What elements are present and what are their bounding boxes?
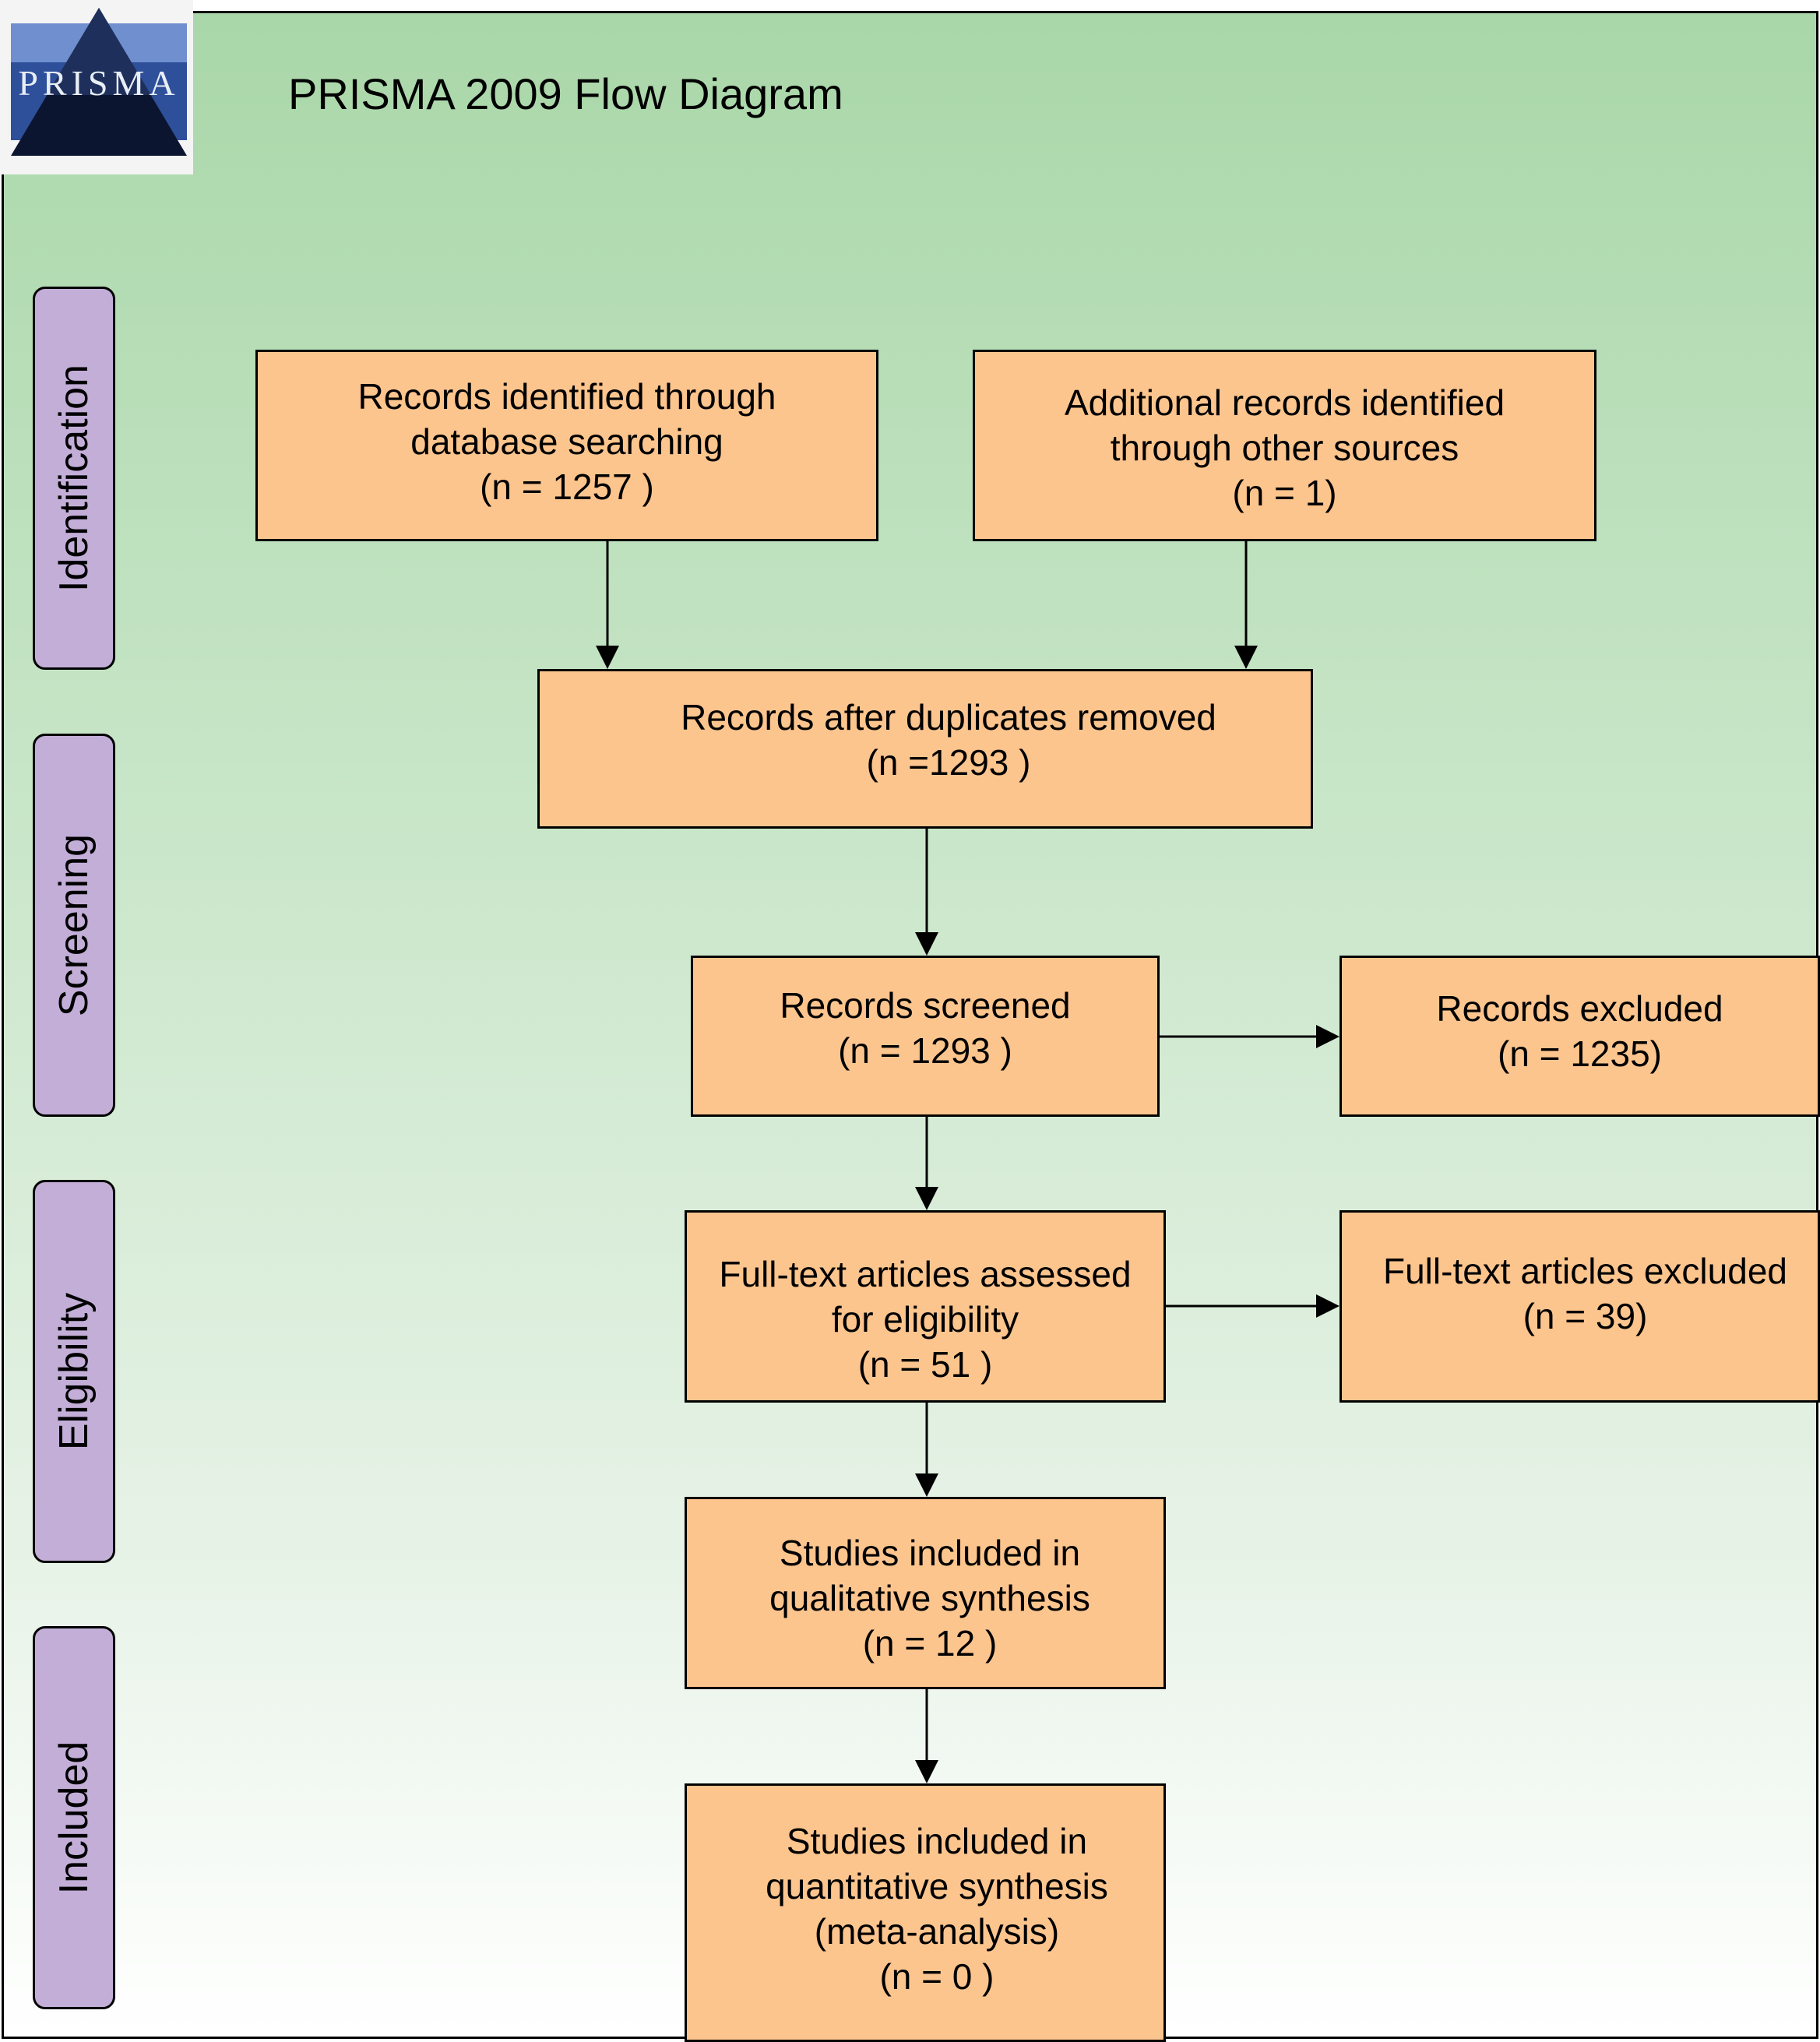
box-line: Records excluded <box>1436 988 1723 1029</box>
box-line: (meta-analysis) <box>814 1911 1060 1952</box>
stage-eligibility: Eligibility <box>33 1180 115 1563</box>
box-line: (n = 39) <box>1523 1296 1648 1336</box>
diagram-title: PRISMA 2009 Flow Diagram <box>288 69 843 118</box>
box-quantitative-synthesis: Studies included in quantitative synthes… <box>685 1783 1166 2042</box>
box-line: quantitative synthesis <box>766 1866 1108 1906</box>
box-line: qualitative synthesis <box>769 1578 1090 1618</box>
box-line: (n = 1235) <box>1498 1033 1662 1074</box>
box-duplicates-removed: Records after duplicates removed (n =129… <box>537 669 1313 829</box>
box-fulltext-assessed: Full-text articles assessed for eligibil… <box>685 1210 1166 1403</box>
logo-text: PRISMA <box>18 63 180 103</box>
box-database-records: Records identified through database sear… <box>255 350 878 541</box>
box-line: Studies included in <box>786 1821 1088 1861</box>
box-line: database searching <box>410 421 723 462</box>
stage-screening: Screening <box>33 734 115 1117</box>
stage-included: Included <box>33 1626 115 2009</box>
box-line: for eligibility <box>831 1299 1019 1340</box>
box-other-sources: Additional records identified through ot… <box>973 350 1596 541</box>
box-line: Full-text articles excluded <box>1383 1251 1787 1291</box>
box-line: through other sources <box>1110 428 1459 468</box>
box-line: Additional records identified <box>1064 382 1505 423</box>
box-line: Full-text articles assessed <box>719 1254 1132 1294</box>
box-line: (n = 1257 ) <box>480 466 654 507</box>
box-line: (n = 12 ) <box>862 1623 998 1664</box>
box-line: Records after duplicates removed <box>681 697 1216 738</box>
box-fulltext-excluded: Full-text articles excluded (n = 39) <box>1339 1210 1820 1403</box>
box-line: Records screened <box>780 985 1071 1026</box>
box-line: (n = 1) <box>1232 473 1337 513</box>
box-line: Records identified through <box>357 376 776 417</box>
box-records-screened: Records screened (n = 1293 ) <box>691 956 1160 1117</box>
stage-identification: Identification <box>33 287 115 670</box>
box-line: (n = 0 ) <box>879 1956 994 1997</box>
box-line: (n = 51 ) <box>857 1344 993 1385</box>
box-line: Studies included in <box>779 1533 1081 1573</box>
box-line: (n =1293 ) <box>866 742 1031 783</box>
box-qualitative-synthesis: Studies included in qualitative synthesi… <box>685 1497 1166 1689</box>
box-records-excluded: Records excluded (n = 1235) <box>1339 956 1820 1117</box>
prisma-logo: PRISMA <box>0 0 193 174</box>
box-line: (n = 1293 ) <box>838 1030 1012 1071</box>
